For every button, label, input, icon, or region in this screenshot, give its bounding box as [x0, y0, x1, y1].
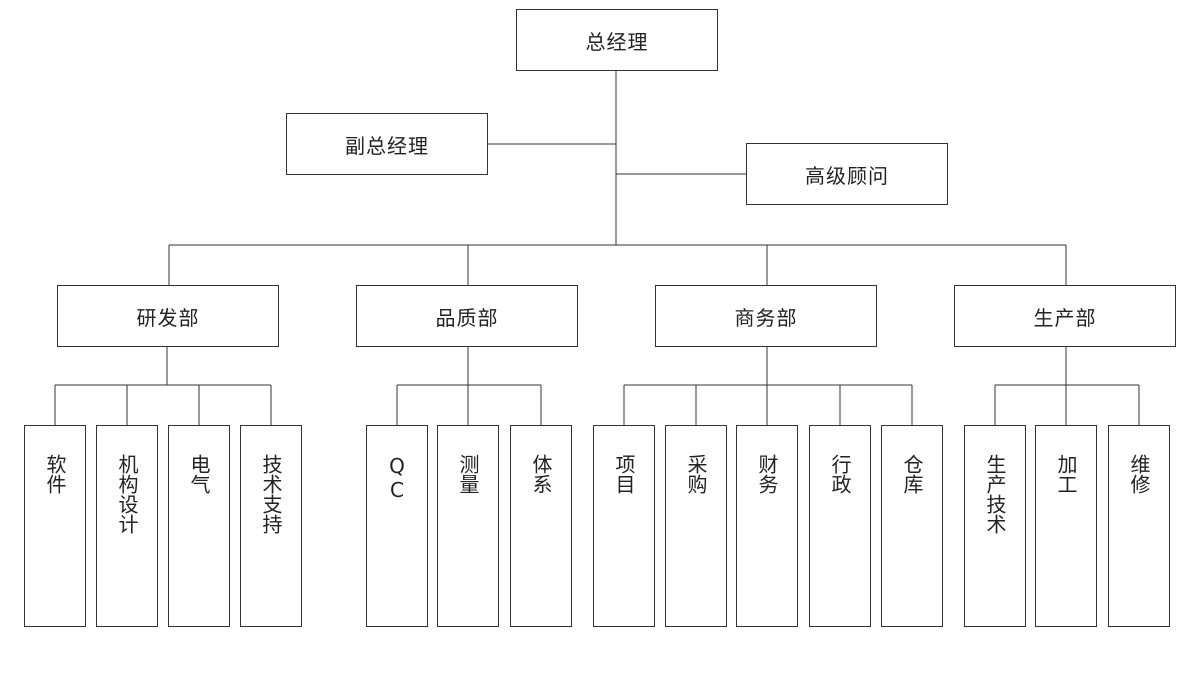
- department-label: 研发部: [136, 305, 200, 330]
- unit-label: 项目: [612, 454, 636, 494]
- unit-label: 加工: [1054, 454, 1078, 494]
- unit-box: 软件: [24, 425, 86, 627]
- unit-label: 软件: [43, 454, 67, 494]
- unit-box: 加工: [1035, 425, 1097, 627]
- unit-label: 测量: [456, 454, 480, 494]
- unit-box: 财务: [736, 425, 798, 627]
- department-box-rd: 研发部: [57, 285, 279, 347]
- unit-box: 技术支持: [240, 425, 302, 627]
- department-label: 品质部: [435, 305, 499, 330]
- unit-label: 技术支持: [259, 454, 283, 534]
- unit-box: 机构设计: [96, 425, 158, 627]
- unit-label: 仓库: [900, 454, 924, 494]
- unit-box: 维修: [1108, 425, 1170, 627]
- unit-label: 机构设计: [115, 454, 139, 534]
- ceo-box: 总经理: [516, 9, 718, 71]
- unit-box: 仓库: [881, 425, 943, 627]
- advisor-label: 高级顾问: [805, 163, 889, 188]
- ceo-label: 总经理: [585, 29, 649, 54]
- unit-label: 电气: [187, 454, 211, 494]
- department-box-production: 生产部: [954, 285, 1176, 347]
- unit-label: 行政: [828, 454, 852, 494]
- unit-box: 采购: [665, 425, 727, 627]
- department-box-business: 商务部: [655, 285, 877, 347]
- deputy-box: 副总经理: [286, 113, 488, 175]
- advisor-box: 高级顾问: [746, 143, 948, 205]
- unit-label: 采购: [684, 454, 708, 494]
- unit-box: 测量: [437, 425, 499, 627]
- unit-box: 电气: [168, 425, 230, 627]
- unit-box: 体系: [510, 425, 572, 627]
- unit-box: 行政: [809, 425, 871, 627]
- unit-box: 生产技术: [964, 425, 1026, 627]
- unit-label: 维修: [1127, 454, 1151, 494]
- unit-label: 生产技术: [983, 454, 1007, 534]
- department-label: 商务部: [734, 305, 798, 330]
- department-label: 生产部: [1033, 305, 1097, 330]
- unit-box: 项目: [593, 425, 655, 627]
- unit-label: 体系: [529, 454, 553, 494]
- department-box-quality: 品质部: [356, 285, 578, 347]
- unit-box: QC: [366, 425, 428, 627]
- deputy-label: 副总经理: [345, 133, 429, 158]
- unit-label: 财务: [755, 454, 779, 494]
- unit-label: QC: [385, 454, 409, 502]
